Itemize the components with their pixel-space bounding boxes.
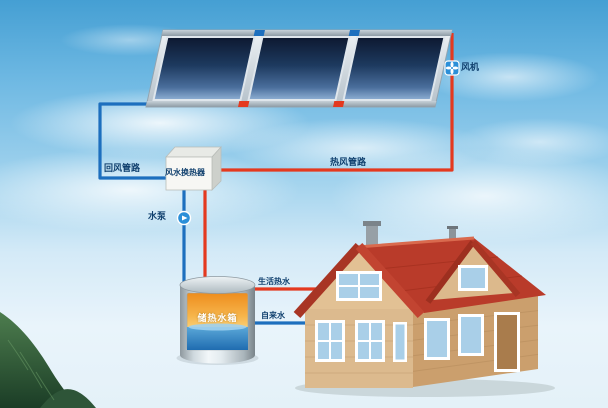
collector-hot-port: [237, 101, 250, 107]
house-illustration: [293, 221, 555, 397]
pump-icon: [176, 210, 192, 226]
fan-icon: [444, 60, 460, 76]
storage-tank: [176, 276, 259, 365]
collector-panel: [152, 36, 256, 101]
heat-exchanger-box: [165, 145, 222, 191]
collector-panel: [247, 36, 351, 101]
return-air-pipe: [98, 102, 167, 180]
collector-top-manifold: [161, 30, 452, 36]
collector-hot-port: [332, 101, 345, 107]
mountain: [0, 312, 96, 408]
collector-panel: [342, 36, 446, 101]
collector-cold-port: [253, 30, 265, 36]
collector-bottom-manifold: [145, 101, 437, 107]
collector-cold-port: [348, 30, 360, 36]
solar-collector-array: [145, 29, 453, 108]
